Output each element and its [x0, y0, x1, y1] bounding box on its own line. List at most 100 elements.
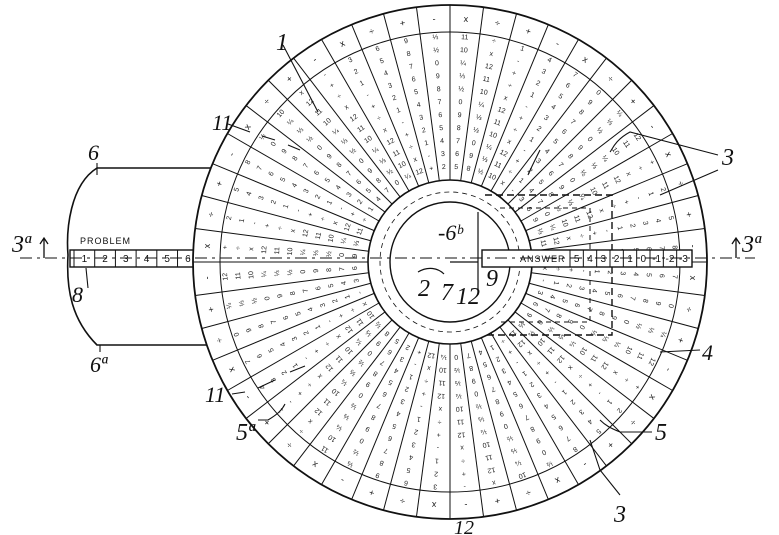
sector-scale-mark: -: [303, 354, 310, 360]
sector-scale-mark: 1: [292, 361, 300, 368]
sector-scale-mark: ¼: [460, 60, 466, 67]
sector-scale-mark: 6: [525, 206, 533, 213]
sector-line: [321, 39, 410, 192]
sector-scale-mark: +: [417, 348, 423, 356]
sector-scale-mark: 6: [616, 293, 624, 298]
sector-scale-mark: x: [413, 156, 419, 164]
sector-scale-mark: 8: [437, 86, 441, 93]
sector-operator-mark: x: [310, 459, 320, 470]
sector-line: [470, 341, 517, 511]
sector-scale-mark: 5: [406, 466, 411, 474]
sector-scale-mark: 11: [589, 353, 599, 363]
sector-scale-mark: 12: [487, 465, 496, 473]
sector-scale-mark: 5: [511, 390, 518, 398]
sector-scale-mark: 2: [281, 369, 289, 376]
sector-scale-mark: 10: [327, 433, 337, 443]
sector-scale-mark: 9: [277, 293, 285, 298]
sector-scale-mark: 2: [356, 199, 364, 206]
sector-operator-mark: -: [202, 276, 212, 280]
sector-scale-mark: ½: [473, 126, 480, 135]
sector-scale-mark: 2: [421, 127, 426, 135]
strip-digit: 6: [185, 254, 191, 265]
sector-scale-mark: ½: [305, 134, 315, 144]
sector-scale-mark: 6: [573, 302, 581, 308]
center-detail: [450, 212, 479, 295]
sector-scale-mark: 1: [552, 280, 560, 285]
sector-scale-mark: 3: [536, 289, 544, 295]
sector-scale-mark: 1: [359, 80, 366, 88]
sector-line: [245, 105, 386, 213]
sector-operator-mark: +: [524, 26, 532, 37]
sector-scale-mark: ÷: [576, 372, 584, 380]
sector-scale-mark: 12: [497, 106, 507, 115]
sector-scale-mark: 8: [554, 312, 562, 319]
sector-scale-mark: x: [426, 364, 431, 372]
sector-scale-mark: -: [514, 359, 520, 366]
sector-scale-mark: x: [332, 220, 340, 226]
sector-line: [415, 7, 440, 181]
sector-operator-mark: -: [648, 123, 658, 131]
ref-label-6a: 6ª: [90, 352, 108, 377]
sector-scale-mark: ½: [385, 167, 394, 177]
sector-scale-mark: 8: [258, 323, 266, 329]
sector-operator-mark: -: [464, 500, 468, 510]
sector-scale-mark: 3: [291, 335, 299, 342]
sector-line: [507, 79, 633, 205]
sector-scale-mark: +: [647, 159, 655, 166]
sector-scale-mark: 7: [244, 358, 252, 365]
sector-scale-mark: +: [404, 131, 410, 139]
sector-scale-mark: 4: [550, 104, 557, 112]
sector-scale-mark: 2: [404, 385, 410, 393]
sector-scale-mark: 11: [572, 214, 581, 223]
sector-scale-mark: 7: [256, 165, 264, 172]
sector-scale-mark: 7: [376, 401, 383, 409]
sector-scale-mark: +: [567, 268, 574, 273]
sector-scale-mark: 12: [551, 236, 559, 245]
sector-scale-mark: 7: [302, 162, 310, 169]
sector-scale-mark: 10: [322, 117, 333, 127]
sector-line: [351, 24, 420, 187]
sector-operator-mark: +: [284, 73, 295, 84]
sector-scale-mark: 9: [326, 153, 334, 161]
sector-scale-mark: ⅓: [349, 368, 358, 377]
sector-operator-mark: ÷: [675, 180, 686, 188]
sector-scale-mark: 12: [302, 229, 310, 238]
sector-line: [470, 13, 517, 183]
sector-scale-mark: 4: [279, 341, 287, 348]
sector-scale-mark: ¼: [261, 271, 268, 277]
sector-scale-mark: 4: [409, 453, 414, 461]
sector-line: [507, 319, 633, 445]
sector-scale-mark: +: [297, 389, 305, 397]
sector-scale-mark: 11: [635, 351, 645, 361]
sector-scale-mark: 6: [486, 372, 492, 380]
sector-scale-mark: 10: [397, 161, 407, 171]
sector-scale-mark: 1: [239, 218, 247, 223]
sector-scale-mark: 10: [488, 131, 498, 140]
sector-scale-mark: 11: [315, 232, 323, 241]
sector-scale-mark: 11: [482, 76, 491, 84]
sector-scale-mark: 1: [646, 191, 654, 197]
sector-scale-mark: ¼: [658, 330, 667, 338]
sector-scale-mark: 11: [600, 181, 610, 191]
sector-scale-mark: 12: [484, 63, 493, 71]
sector-scale-mark: 4: [393, 366, 400, 374]
sector-scale-mark: 10: [482, 440, 491, 448]
sector-scale-mark: 7: [658, 246, 665, 250]
sector-scale-mark: ½: [458, 85, 465, 93]
sector-scale-mark: ¼: [612, 340, 621, 348]
sector-scale-mark: x: [491, 479, 496, 487]
sector-scale-mark: -: [326, 318, 334, 324]
sector-scale-mark: +: [338, 312, 346, 319]
sector-scale-mark: x: [382, 126, 389, 134]
sector-scale-mark: 1: [593, 269, 600, 273]
sector-scale-mark: -: [251, 221, 258, 225]
sector-scale-mark: ÷: [636, 165, 644, 172]
sector-scale-mark: ⅓: [313, 250, 320, 256]
sector-scale-mark: 6: [557, 423, 564, 431]
sector-scale-mark: 8: [571, 445, 578, 453]
sector-scale-mark: ÷: [512, 126, 519, 134]
sector-scale-mark: 3: [577, 285, 585, 290]
sector-scale-mark: ÷: [324, 340, 332, 347]
sector-line: [245, 311, 386, 419]
